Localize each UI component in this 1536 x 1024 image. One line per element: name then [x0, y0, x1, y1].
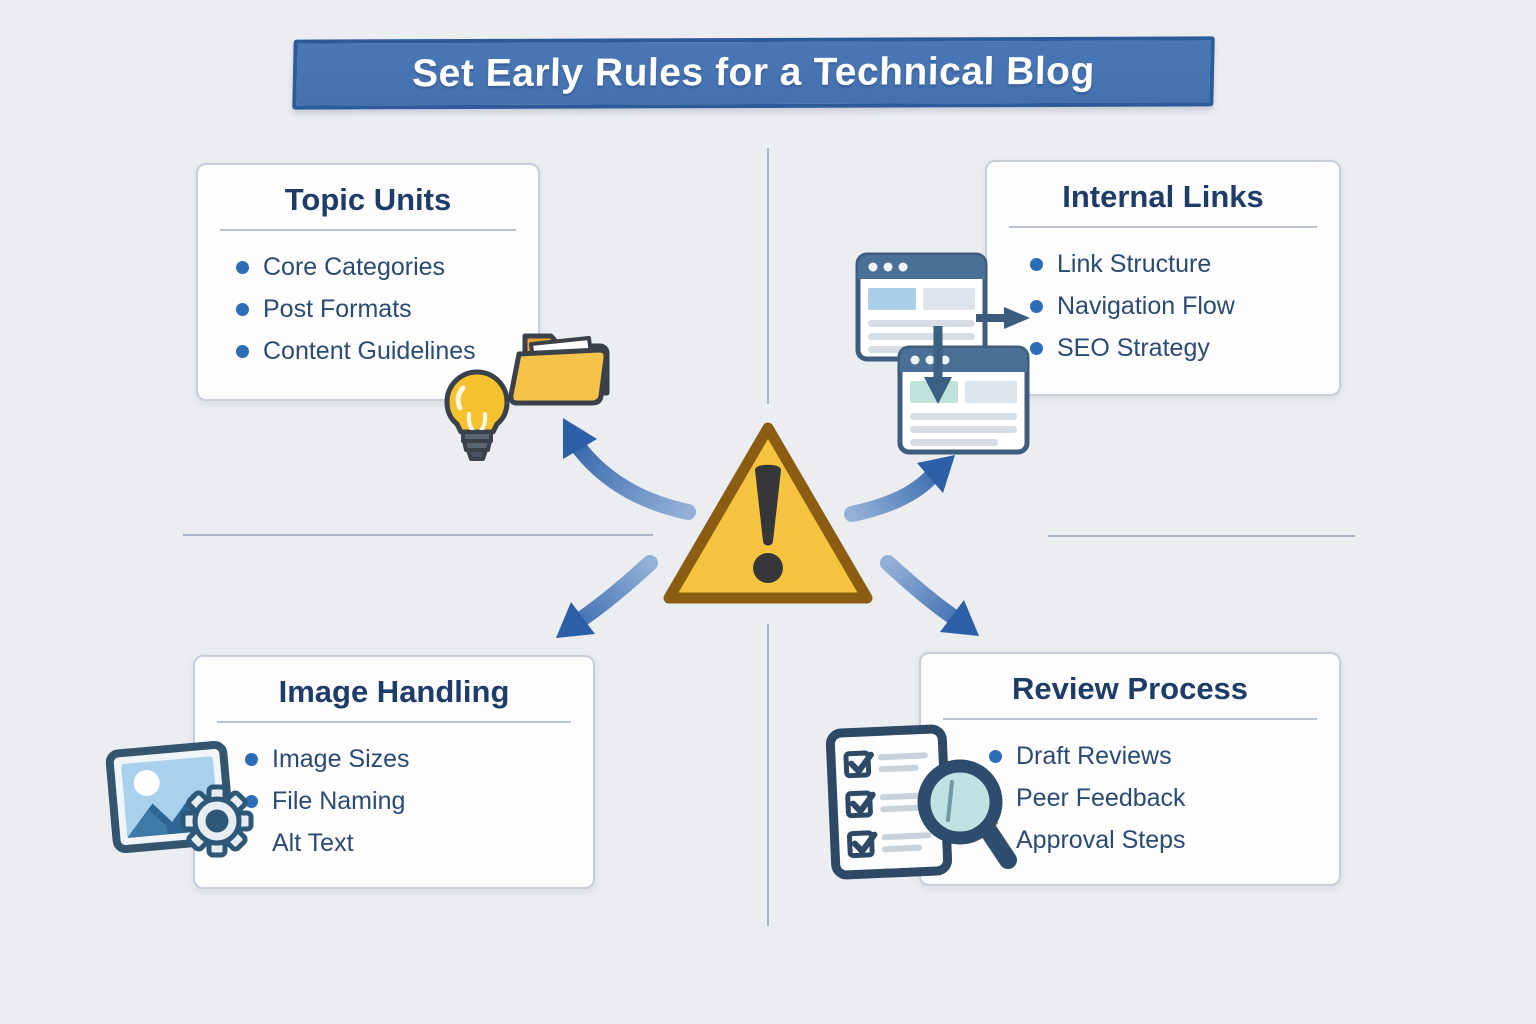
bullet-list: Core Categories Post Formats Content Gui…: [198, 246, 538, 372]
title-underline: [1009, 226, 1317, 228]
list-item: Content Guidelines: [236, 330, 538, 372]
list-item-label: Approval Steps: [1016, 825, 1186, 854]
card-topic-units: Topic Units Core Categories Post Formats…: [196, 163, 540, 401]
list-item-label: Content Guidelines: [263, 336, 476, 365]
list-item-label: Post Formats: [263, 294, 412, 323]
list-item-label: Core Categories: [263, 252, 446, 281]
list-item-label: Alt Text: [272, 828, 354, 857]
bullet-icon: [236, 302, 249, 316]
list-item: Peer Feedback: [989, 777, 1339, 819]
title-underline: [217, 721, 571, 723]
arrow-to-review-process: [880, 555, 979, 636]
bullet-icon: [989, 749, 1002, 763]
list-item: Core Categories: [236, 246, 538, 288]
list-item: Draft Reviews: [989, 735, 1339, 777]
bullet-list: Link Structure Navigation Flow SEO Strat…: [987, 243, 1339, 369]
card-title: Topic Units: [284, 182, 452, 217]
warning-triangle-icon: [663, 422, 873, 604]
bullet-icon: [245, 752, 258, 766]
list-item: Post Formats: [236, 288, 538, 330]
bullet-icon: [1030, 341, 1043, 355]
title-underline: [220, 229, 516, 231]
page-title: Set Early Rules for a Technical Blog: [411, 49, 1096, 96]
list-item: Approval Steps: [989, 819, 1339, 861]
list-item-label: Image Sizes: [272, 744, 410, 773]
bullet-icon: [245, 794, 258, 808]
card-internal-links: Internal Links Link Structure Navigation…: [985, 160, 1341, 396]
divider-vertical-bottom: [767, 624, 769, 926]
list-item-label: Peer Feedback: [1016, 783, 1186, 812]
arrow-to-image-handling: [556, 555, 658, 638]
list-item: SEO Strategy: [1030, 327, 1339, 369]
browser-window-icon: [855, 252, 988, 362]
list-item-label: File Naming: [272, 786, 406, 815]
gear-icon: [180, 784, 254, 858]
browser-window-icon: [897, 345, 1030, 455]
list-item: Link Structure: [1030, 243, 1339, 285]
card-image-handling: Image Handling Image Sizes File Naming A…: [193, 655, 595, 889]
list-item-label: Draft Reviews: [1016, 741, 1172, 770]
card-title: Internal Links: [1062, 179, 1264, 214]
bullet-icon: [1030, 299, 1043, 313]
exclamation-dot: [753, 553, 783, 583]
divider-horizontal-right: [1048, 535, 1355, 537]
list-item: File Naming: [245, 780, 593, 822]
list-item-label: Link Structure: [1057, 249, 1212, 278]
list-item-label: Navigation Flow: [1057, 291, 1235, 320]
title-banner: Set Early Rules for a Technical Blog: [292, 36, 1215, 110]
list-item: Image Sizes: [245, 738, 593, 780]
list-item: Navigation Flow: [1030, 285, 1339, 327]
bullet-list: Image Sizes File Naming Alt Text: [195, 738, 593, 864]
bullet-icon: [236, 260, 249, 274]
card-review-process: Review Process Draft Reviews Peer Feedba…: [919, 652, 1341, 886]
lightbulb-icon: [444, 369, 510, 461]
divider-horizontal-left: [183, 534, 653, 536]
card-title: Review Process: [1011, 671, 1249, 706]
folder-icon: [508, 333, 610, 406]
divider-vertical-top: [767, 148, 769, 404]
exclamation-bar: [755, 464, 781, 546]
bullet-icon: [236, 344, 249, 358]
title-underline: [943, 718, 1317, 720]
bullet-icon: [1030, 257, 1043, 271]
magnifier-icon: [917, 759, 1017, 869]
card-title: Image Handling: [278, 674, 510, 709]
list-item-label: SEO Strategy: [1057, 333, 1210, 362]
list-item: Alt Text: [245, 822, 593, 864]
